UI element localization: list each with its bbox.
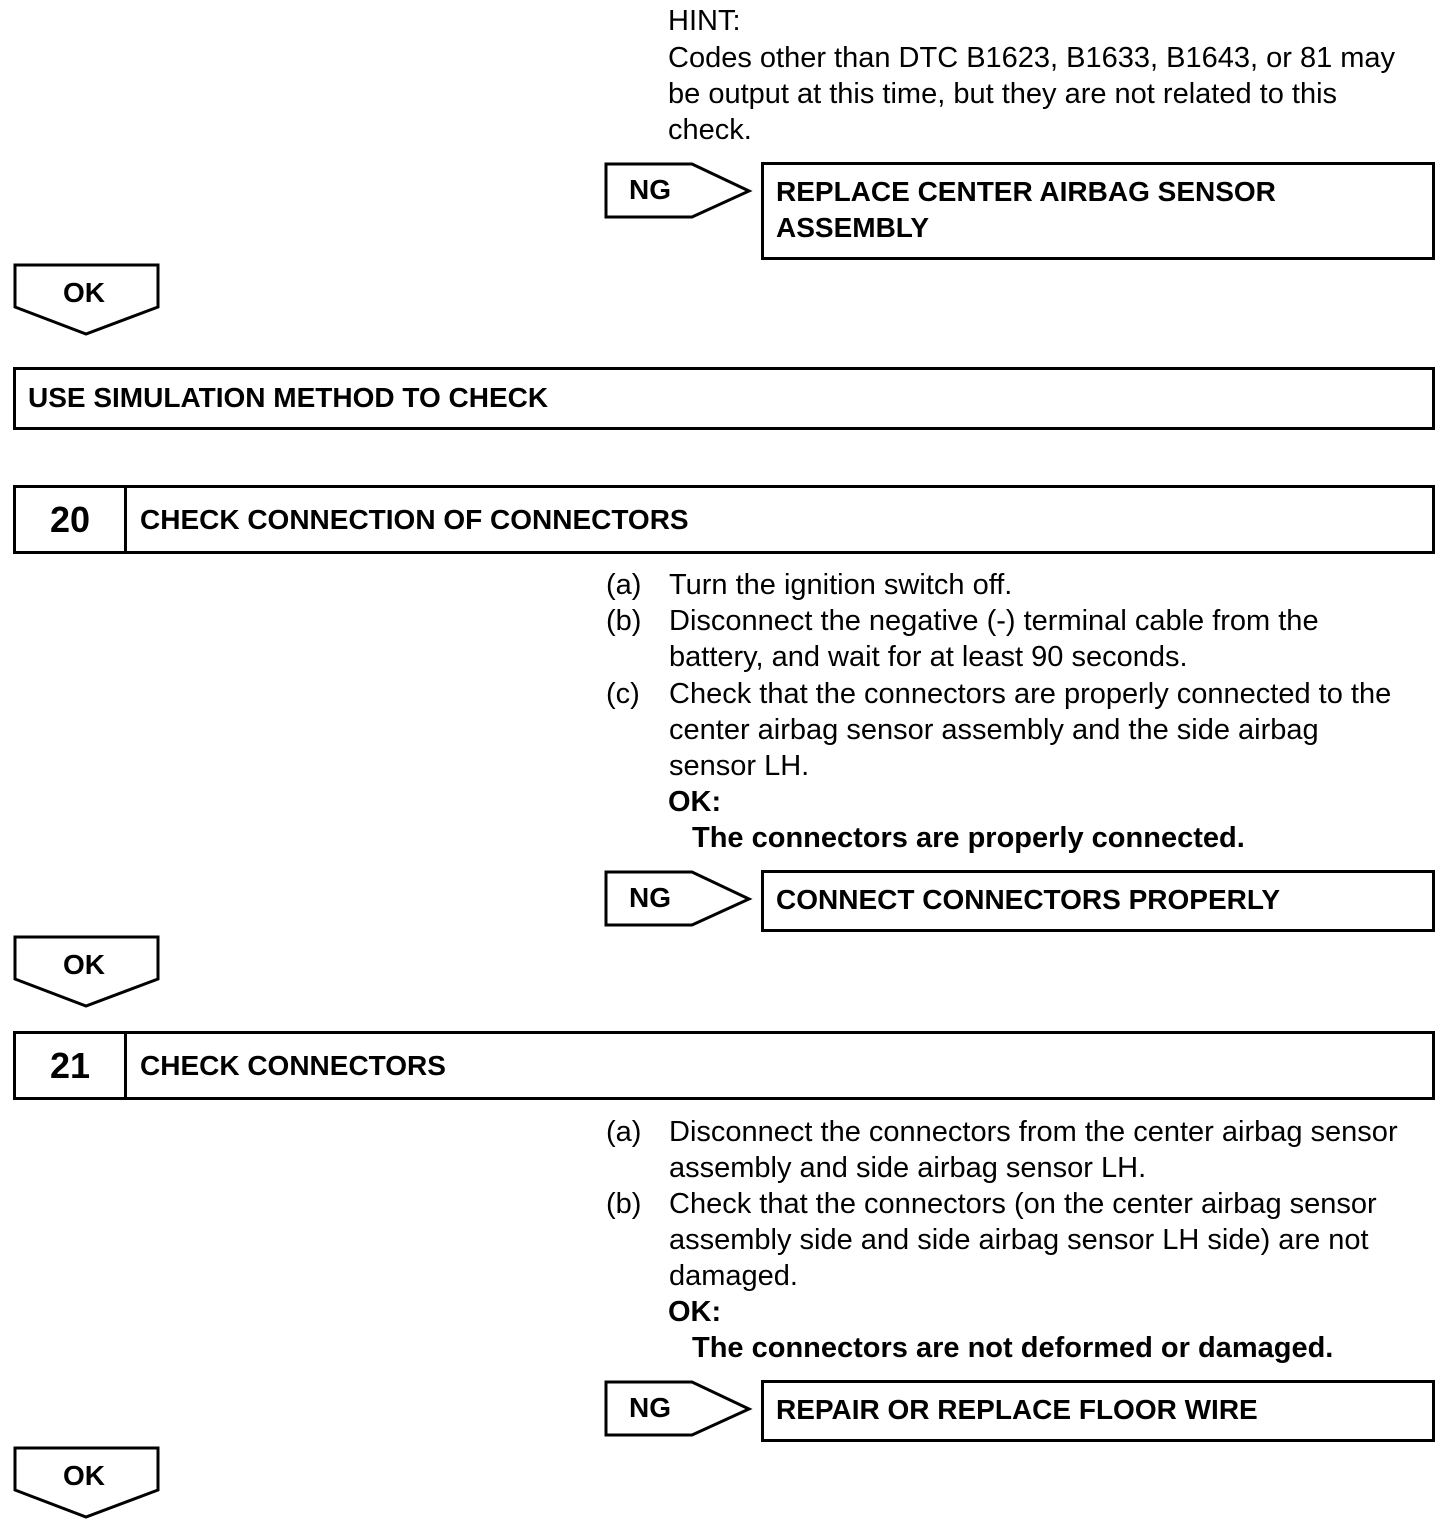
item-text-line: center airbag sensor assembly and the si… bbox=[669, 714, 1319, 746]
ng-result-line: REPLACE CENTER AIRBAG SENSOR bbox=[776, 176, 1276, 207]
hint-label: HINT: bbox=[668, 5, 741, 37]
ng-result-box: REPLACE CENTER AIRBAG SENSOR ASSEMBLY bbox=[761, 162, 1435, 260]
item-text-line: battery, and wait for at least 90 second… bbox=[669, 641, 1188, 673]
item-text-line: Disconnect the connectors from the cente… bbox=[669, 1116, 1398, 1148]
item-text-line: assembly side and side airbag sensor LH … bbox=[669, 1224, 1369, 1256]
item-text-line: sensor LH. bbox=[669, 750, 810, 782]
ng-result-line: REPAIR OR REPLACE FLOOR WIRE bbox=[776, 1394, 1258, 1425]
hint-text-line: be output at this time, but they are not… bbox=[668, 78, 1338, 110]
item-marker: (a) bbox=[606, 1116, 642, 1148]
item-text-line: damaged. bbox=[669, 1260, 798, 1292]
step-title: CHECK CONNECTION OF CONNECTORS bbox=[140, 503, 689, 535]
ok-label: OK bbox=[63, 277, 105, 308]
ok-criteria: The connectors are not deformed or damag… bbox=[692, 1332, 1334, 1364]
ok-heading: OK: bbox=[668, 786, 722, 818]
ok-criteria: The connectors are properly connected. bbox=[692, 822, 1245, 854]
item-marker: (a) bbox=[606, 569, 642, 601]
ok-arrow-icon bbox=[13, 1446, 160, 1519]
ok-arrow-icon bbox=[13, 263, 160, 336]
ok-heading: OK: bbox=[668, 1296, 722, 1328]
step-number: 20 bbox=[16, 488, 127, 551]
item-marker: (c) bbox=[606, 678, 640, 710]
item-text-line: Turn the ignition switch off. bbox=[669, 569, 1013, 601]
ng-result-line: CONNECT CONNECTORS PROPERLY bbox=[776, 884, 1281, 915]
item-marker: (b) bbox=[606, 605, 642, 637]
ng-arrow: NG bbox=[604, 162, 754, 220]
hint-text-line: Codes other than DTC B1623, B1633, B1643… bbox=[668, 42, 1396, 74]
ok-arrow: OK bbox=[13, 1446, 161, 1520]
step-title: CHECK CONNECTORS bbox=[140, 1049, 446, 1081]
step-20-header: 20 CHECK CONNECTION OF CONNECTORS bbox=[13, 485, 1435, 554]
item-text-line: Check that the connectors are properly c… bbox=[669, 678, 1392, 710]
ng-arrow-icon bbox=[604, 870, 753, 927]
ok-label: OK bbox=[63, 1460, 105, 1491]
ok-label: OK bbox=[63, 949, 105, 980]
item-text-line: Check that the connectors (on the center… bbox=[669, 1188, 1377, 1220]
ng-arrow: NG bbox=[604, 870, 754, 928]
hint-text-line: check. bbox=[668, 114, 752, 146]
step-number: 21 bbox=[16, 1034, 127, 1097]
ok-arrow: OK bbox=[13, 263, 161, 337]
ok-arrow-icon bbox=[13, 935, 160, 1008]
item-marker: (b) bbox=[606, 1188, 642, 1220]
item-text-line: Disconnect the negative (-) terminal cab… bbox=[669, 605, 1319, 637]
ng-result-line: ASSEMBLY bbox=[776, 212, 930, 243]
item-text-line: assembly and side airbag sensor LH. bbox=[669, 1152, 1147, 1184]
ng-label: NG bbox=[629, 174, 671, 205]
ng-arrow-icon bbox=[604, 1380, 753, 1437]
ng-result-box: CONNECT CONNECTORS PROPERLY bbox=[761, 870, 1435, 932]
simulation-method-box: USE SIMULATION METHOD TO CHECK bbox=[13, 367, 1435, 430]
step-21-header: 21 CHECK CONNECTORS bbox=[13, 1031, 1435, 1100]
ng-arrow-icon bbox=[604, 162, 753, 219]
ng-arrow: NG bbox=[604, 1380, 754, 1438]
ng-label: NG bbox=[629, 1392, 671, 1423]
simulation-method-title: USE SIMULATION METHOD TO CHECK bbox=[28, 382, 549, 413]
ng-label: NG bbox=[629, 882, 671, 913]
ok-arrow: OK bbox=[13, 935, 161, 1009]
ng-result-box: REPAIR OR REPLACE FLOOR WIRE bbox=[761, 1380, 1435, 1442]
